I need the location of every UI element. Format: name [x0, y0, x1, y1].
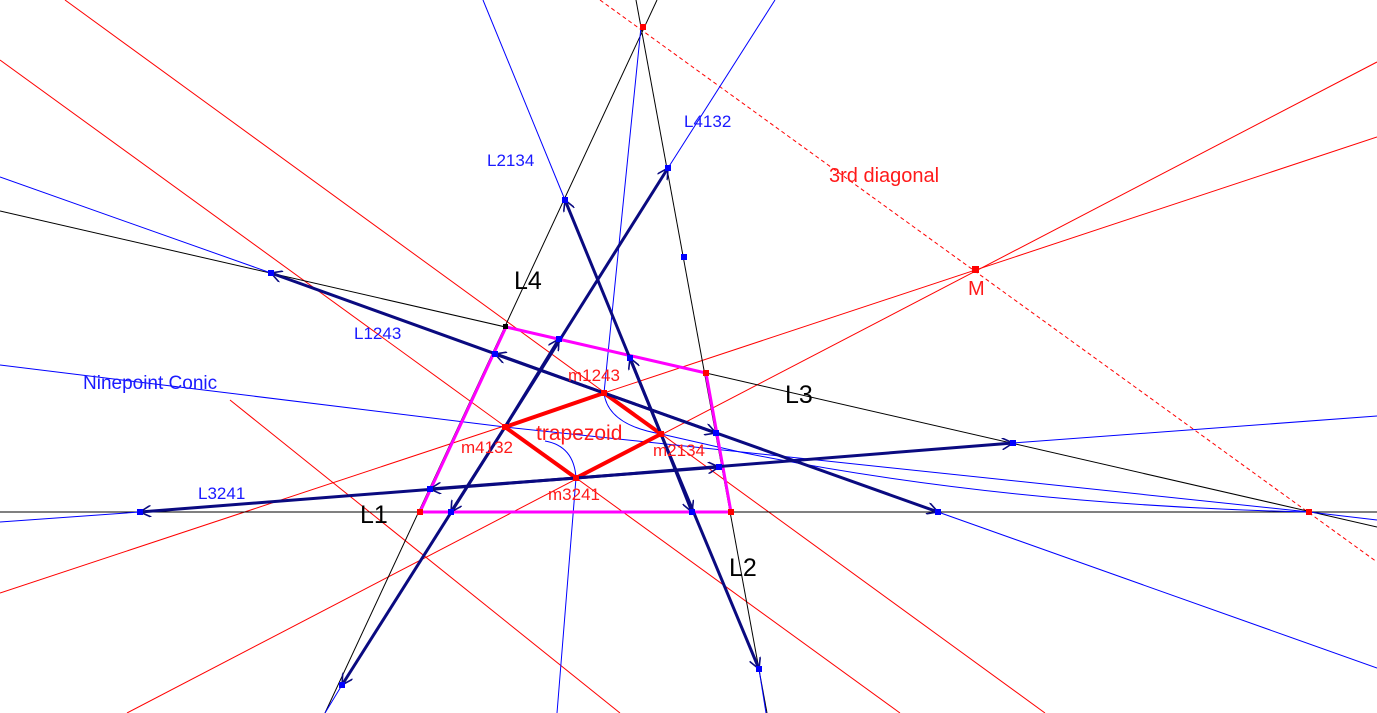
blue-line-L4132[interactable] — [667, 0, 776, 169]
point-quad-right-1[interactable] — [713, 430, 719, 436]
blue-line-right-lower[interactable] — [937, 511, 1377, 669]
point-L3241-end[interactable] — [137, 509, 143, 515]
point-L4132-end[interactable] — [665, 165, 671, 171]
point-m3241[interactable] — [573, 475, 579, 481]
point-L1243-right-end[interactable] — [935, 509, 941, 515]
labels: L1 L2 L3 L4 L1243 L2134 L3241 L4132 Nine… — [83, 112, 985, 582]
point-C[interactable] — [703, 370, 709, 376]
label-trapezoid: trapezoid — [536, 422, 622, 445]
third-diagonal-line[interactable] — [599, 0, 1377, 563]
point-quad-L2-top[interactable] — [627, 355, 633, 361]
red-line-5[interactable] — [229, 399, 621, 713]
point-quad-bottom-left[interactable] — [448, 509, 454, 515]
blue-line-right-upper[interactable] — [1012, 415, 1377, 444]
point-quad-L4-cross[interactable] — [492, 351, 498, 357]
point-quad-right-2[interactable] — [716, 464, 722, 470]
navy-vectors — [140, 168, 1013, 685]
vector-L3241-rightmid[interactable] — [575, 467, 719, 480]
vector-L4132-upmid[interactable] — [503, 339, 561, 428]
label-m1243: m1243 — [568, 366, 620, 385]
point-L4132-bottom-end[interactable] — [339, 682, 345, 688]
vector-L2134-downmid[interactable] — [659, 433, 692, 512]
ninepoint-conic-branch-a[interactable] — [0, 364, 1377, 521]
blue-points — [137, 165, 1016, 688]
blue-line-L2134[interactable] — [482, 0, 566, 201]
blue-line-L1243[interactable] — [0, 176, 272, 274]
label-L1243: L1243 — [354, 324, 401, 343]
vector-L3241-leftmid[interactable] — [430, 476, 577, 489]
line-L2[interactable] — [635, 0, 768, 713]
label-L1: L1 — [360, 501, 388, 529]
label-ninepoint-conic: Ninepoint Conic — [83, 373, 217, 394]
red-points — [417, 24, 1312, 515]
point-A[interactable] — [417, 509, 423, 515]
point-quad-bottom-right[interactable] — [689, 509, 695, 515]
point-L2134-end[interactable] — [562, 197, 568, 203]
point-right-intersection[interactable] — [1306, 509, 1312, 515]
label-L3: L3 — [785, 381, 813, 409]
blue-line-bottom-right[interactable] — [758, 668, 767, 713]
blue-line-bottom-left[interactable] — [324, 684, 343, 713]
point-m1243[interactable] — [601, 390, 607, 396]
point-quad-L4-top[interactable] — [556, 336, 562, 342]
vector-L4132-downmid[interactable] — [449, 426, 507, 512]
red-line-4[interactable] — [126, 61, 1377, 713]
point-D[interactable] — [503, 324, 508, 329]
point-m4132[interactable] — [502, 424, 508, 430]
point-M[interactable] — [972, 266, 979, 273]
red-line-3[interactable] — [0, 136, 1377, 594]
point-L3241-right-end[interactable] — [1010, 440, 1016, 446]
label-m3241: m3241 — [548, 485, 600, 504]
label-third-diagonal: 3rd diagonal — [829, 165, 939, 187]
label-L2: L2 — [729, 554, 757, 582]
point-L2134-bottom-end[interactable] — [756, 666, 762, 672]
label-L3241: L3241 — [198, 484, 245, 503]
vector-L1243-right-mid[interactable] — [603, 391, 716, 433]
point-L1243-end[interactable] — [268, 270, 274, 276]
vector-L1243-mid[interactable] — [495, 354, 605, 395]
vector-L2134-upmid[interactable] — [630, 358, 663, 435]
point-L2-mid[interactable] — [681, 254, 687, 260]
label-L4132: L4132 — [684, 112, 731, 131]
label-L2134: L2134 — [487, 151, 534, 170]
point-B[interactable] — [728, 509, 734, 515]
point-m2134[interactable] — [658, 431, 664, 437]
label-L4: L4 — [514, 267, 542, 295]
red-line-1[interactable] — [64, 0, 1046, 713]
label-M: M — [968, 278, 985, 300]
red-line-2[interactable] — [0, 59, 901, 713]
point-top-intersection[interactable] — [640, 24, 646, 30]
label-m4132: m4132 — [461, 438, 513, 457]
blue-line-L3241-left[interactable] — [0, 511, 141, 523]
point-quad-left[interactable] — [427, 486, 433, 492]
ninepoint-conic-branch-b[interactable] — [603, 26, 1310, 513]
label-m2134: m2134 — [653, 441, 705, 460]
